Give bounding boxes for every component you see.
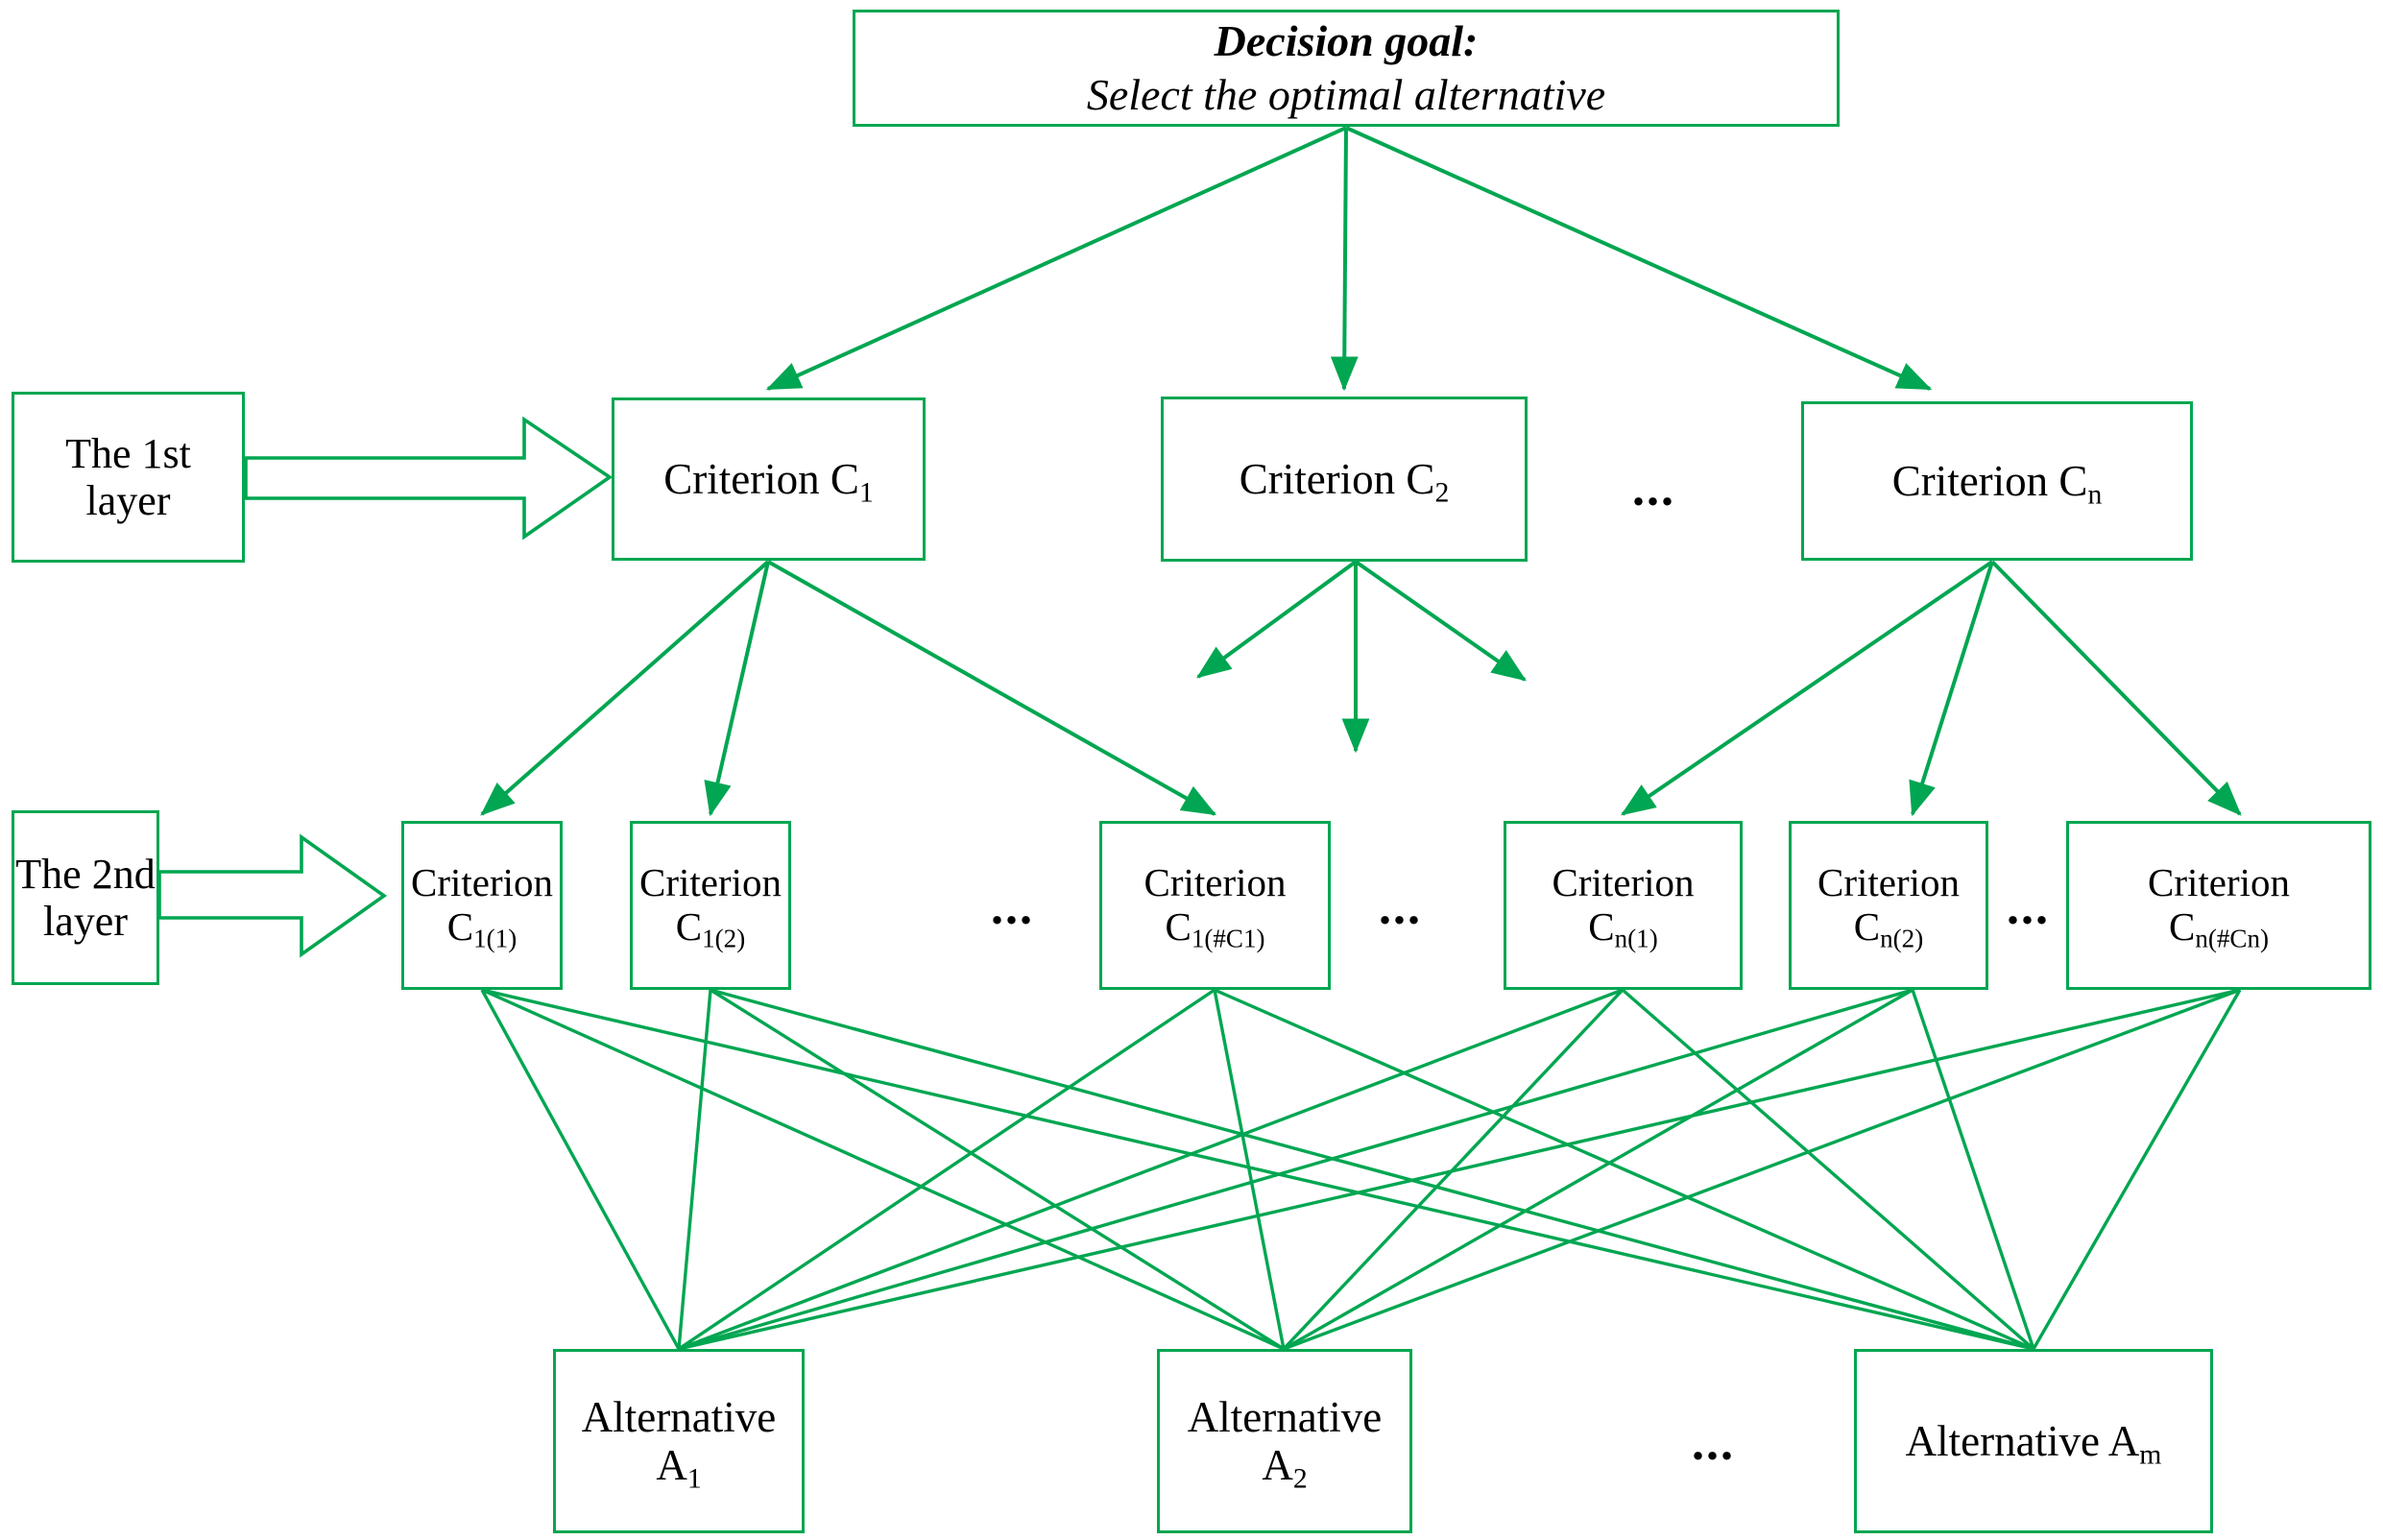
link-cn_last-a1 bbox=[678, 988, 2241, 1351]
edge-cn-to-cn-last bbox=[1990, 560, 2242, 816]
edge-cn-to-cn-2 bbox=[1909, 561, 1994, 817]
criterion-c1-last-subscript: 1(#C1) bbox=[1191, 924, 1265, 953]
layer-label-first: The 1st layer bbox=[12, 392, 245, 563]
edge-c1-to-c1-last bbox=[767, 560, 1217, 816]
criterion-cn-2-subscript: n(2) bbox=[1880, 924, 1924, 953]
edge-c2-dangling-right bbox=[1354, 560, 1527, 682]
edge-cn-to-cn-1 bbox=[1621, 560, 1994, 816]
link-c1_last-a1 bbox=[678, 988, 1216, 1351]
criterion-cn-1-box[interactable]: Criterion Cn(1) bbox=[1504, 821, 1743, 990]
edge-c1-to-c1-2 bbox=[704, 561, 770, 817]
criterion-cn-last-subscript: n(#Cn) bbox=[2195, 924, 2269, 953]
layer-label-second: The 2nd layer bbox=[12, 810, 159, 985]
alternative-a2-box[interactable]: Alternative A2 bbox=[1157, 1349, 1412, 1533]
alternative-a1-subscript: 1 bbox=[686, 1463, 702, 1495]
link-cn_1-a1 bbox=[678, 988, 1624, 1351]
decision-goal-subtitle: Select the optimal alternative bbox=[1086, 70, 1606, 119]
edge-goal-to-c2 bbox=[1330, 127, 1359, 392]
criterion-cn-1-base: C bbox=[1588, 904, 1615, 949]
criterion-c1-last-label: Criterion bbox=[1143, 860, 1287, 905]
layer-label-first-line1: The 1st bbox=[65, 429, 191, 477]
link-c1_1-a1 bbox=[480, 989, 681, 1350]
edge-goal-to-cn bbox=[1345, 126, 1933, 391]
ellipsis-first-layer: ... bbox=[1632, 462, 1675, 517]
criterion-cn-last-label: Criterion bbox=[2147, 860, 2291, 905]
alternative-am-label: Alternative A bbox=[1905, 1416, 2140, 1465]
edge-c2-dangling-left bbox=[1196, 560, 1358, 679]
link-cn_2-a1 bbox=[678, 988, 1914, 1351]
layer-label-second-line1: The 2nd bbox=[15, 850, 156, 898]
layer-label-second-line2: layer bbox=[43, 898, 128, 945]
criterion-c1-2-subscript: 1(2) bbox=[702, 924, 746, 953]
alternative-a1-box[interactable]: Alternative A1 bbox=[553, 1349, 805, 1533]
criterion-cn-1-subscript: n(1) bbox=[1614, 924, 1658, 953]
link-cn_2-a2 bbox=[1283, 988, 1914, 1351]
criterion-c2-box[interactable]: Criterion C2 bbox=[1161, 397, 1528, 562]
decision-goal-title: Decision goal: bbox=[1214, 16, 1479, 66]
link-c1_1-a2 bbox=[481, 988, 1285, 1351]
link-c1_last-a2 bbox=[1213, 989, 1286, 1350]
criterion-cn-2-label: Criterion bbox=[1817, 860, 1961, 905]
criterion-c1-2-box[interactable]: Criterion C1(2) bbox=[630, 821, 791, 990]
link-cn_1-am bbox=[1621, 988, 2035, 1351]
alternative-am-subscript: m bbox=[2139, 1439, 2162, 1471]
criterion-c1-1-box[interactable]: Criterion C1(1) bbox=[401, 821, 563, 990]
ellipsis-second-layer-3: ... bbox=[2007, 880, 2050, 935]
criterion-cn-last-box[interactable]: Criterion Cn(#Cn) bbox=[2066, 821, 2371, 990]
ellipsis-alternatives: ... bbox=[1692, 1416, 1735, 1471]
link-c1_1-am bbox=[481, 988, 2034, 1351]
criterion-c1-last-base: C bbox=[1165, 904, 1192, 949]
alternative-a2-label: Alternative A bbox=[1187, 1392, 1383, 1489]
criterion-c2-label: Criterion C bbox=[1239, 454, 1435, 503]
criterion-c1-1-base: C bbox=[446, 904, 474, 949]
layer-label-first-line2: layer bbox=[85, 477, 171, 524]
criterion-cn-subscript: n bbox=[2087, 479, 2103, 511]
criterion-cn-2-base: C bbox=[1853, 904, 1881, 949]
edge-goal-to-c1 bbox=[765, 126, 1347, 391]
link-cn_last-a2 bbox=[1283, 988, 2241, 1351]
link-cn_last-am bbox=[2032, 989, 2242, 1350]
link-c1_2-a2 bbox=[710, 988, 1285, 1351]
criterion-cn-box[interactable]: Criterion Cn bbox=[1801, 401, 2193, 561]
alternative-a2-subscript: 2 bbox=[1292, 1463, 1308, 1495]
link-c1_2-a1 bbox=[677, 989, 712, 1350]
link-c1_last-am bbox=[1214, 988, 2034, 1351]
criterion-cn-1-label: Criterion bbox=[1552, 860, 1695, 905]
alternative-am-box[interactable]: Alternative Am bbox=[1854, 1349, 2213, 1533]
criteria-alternative-network bbox=[480, 988, 2242, 1351]
criterion-cn-label: Criterion C bbox=[1891, 456, 2088, 505]
ellipsis-second-layer-2: ... bbox=[1379, 880, 1422, 935]
criterion-c1-1-label: Criterion bbox=[410, 860, 554, 905]
edge-c1-to-c1-1 bbox=[480, 560, 770, 816]
link-c1_2-am bbox=[710, 988, 2034, 1351]
criterion-cn-last-base: C bbox=[2169, 904, 2196, 949]
criterion-c1-label: Criterion C bbox=[663, 454, 859, 503]
criterion-c2-subscript: 2 bbox=[1434, 477, 1450, 509]
criterion-c1-2-label: Criterion bbox=[638, 860, 782, 905]
criterion-c1-1-subscript: 1(1) bbox=[473, 924, 518, 953]
criterion-c1-box[interactable]: Criterion C1 bbox=[612, 397, 926, 561]
alternative-a1-label: Alternative A bbox=[581, 1392, 777, 1489]
criterion-cn-2-box[interactable]: Criterion Cn(2) bbox=[1789, 821, 1988, 990]
link-cn_2-am bbox=[1911, 989, 2035, 1350]
criterion-c1-last-box[interactable]: Criterion C1(#C1) bbox=[1099, 821, 1331, 990]
criterion-c1-2-base: C bbox=[675, 904, 703, 949]
block-arrow-layer2 bbox=[157, 833, 388, 958]
criterion-c1-subscript: 1 bbox=[858, 477, 874, 509]
block-arrow-layer1 bbox=[244, 416, 614, 541]
decision-goal-box: Decision goal: Select the optimal altern… bbox=[853, 10, 1840, 127]
ellipsis-second-layer-1: ... bbox=[991, 880, 1034, 935]
